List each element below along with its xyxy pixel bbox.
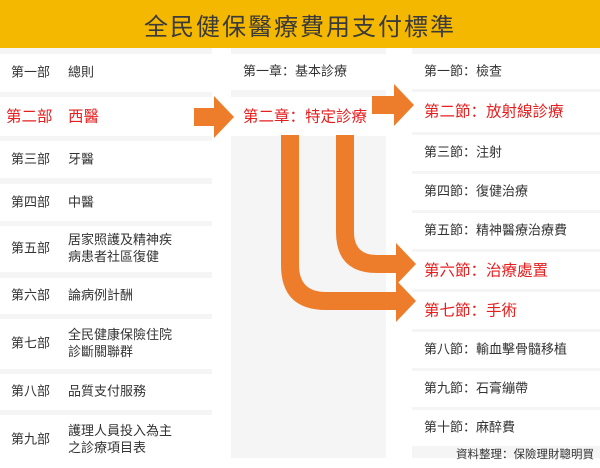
section-label: 第九節：石膏繃帶 <box>424 381 529 397</box>
part-name: 西醫 <box>68 107 100 125</box>
chapter-label: 第一章：基本診療 <box>243 64 348 80</box>
chapters-panel: 第一章：基本診療 第二章：特定診療 <box>231 48 386 458</box>
parts-panel: 第一部 總則 第二部 西醫 第三部 牙醫 第四部 中醫 第五部 居家照護及精神疾… <box>0 48 212 465</box>
section-3-cell: 第三節：注射 <box>412 135 600 171</box>
section-9-cell: 第九節：石膏繃帶 <box>412 371 600 407</box>
section-5-cell: 第五節：精神醫療治療費 <box>412 213 600 249</box>
diagram-title: 全民健保醫療費用支付標準 <box>144 12 456 41</box>
section-label: 第六節：治療處置 <box>424 261 549 279</box>
section-label: 第四節：復健治療 <box>424 184 529 200</box>
part-number: 第一部 <box>11 65 51 81</box>
part-2-cell: 第二部 西醫 <box>0 97 212 136</box>
sections-panel: 第一節：檢查 第二節：放射線診療 第三節：注射 第四節：復健治療 第五節：精神醫… <box>412 48 600 458</box>
section-label: 第二節：放射線診療 <box>424 102 564 121</box>
section-6-cell: 第六節：治療處置 <box>412 252 600 289</box>
chapter-1-cell: 第一章：基本診療 <box>231 54 386 90</box>
part-number: 第三部 <box>11 152 51 167</box>
part-1-cell: 第一部 總則 <box>0 54 212 92</box>
part-6-cell: 第六部 論病例計酬 <box>0 278 212 314</box>
section-1-cell: 第一節：檢查 <box>412 54 600 89</box>
part-4-cell: 第四部 中醫 <box>0 184 212 221</box>
section-10-cell: 第十節：麻醉費 <box>412 410 600 446</box>
chapter-label: 第二章：特定診療 <box>243 107 368 125</box>
section-4-cell: 第四節：復健治療 <box>412 174 600 210</box>
title-bar: 全民健保醫療費用支付標準 <box>0 0 600 48</box>
part-number: 第八部 <box>11 384 51 400</box>
section-label: 第八節：輸血擊骨髓移植 <box>424 342 568 358</box>
section-label: 第十節：麻醉費 <box>424 420 516 436</box>
section-2-cell: 第二節：放射線診療 <box>412 92 600 132</box>
section-8-cell: 第八節：輸血擊骨髓移植 <box>412 332 600 368</box>
part-name: 居家照護及精神疾 病患者社區復健 <box>68 233 173 265</box>
part-name: 中醫 <box>68 195 95 210</box>
part-8-cell: 第八部 品質支付服務 <box>0 374 212 410</box>
section-label: 第三節：注射 <box>424 145 503 161</box>
part-name: 品質支付服務 <box>68 384 147 400</box>
section-label: 第五節：精神醫療治療費 <box>424 223 568 239</box>
part-number: 第六部 <box>11 288 51 304</box>
chapter-2-cell: 第二章：特定診療 <box>231 97 386 136</box>
section-7-cell: 第七節：手術 <box>412 292 600 329</box>
part-name: 論病例計酬 <box>68 288 134 304</box>
part-number: 第四部 <box>11 195 51 210</box>
source-credit: 資料整理：保險理財聰明買 <box>456 447 594 461</box>
part-number: 第二部 <box>6 107 53 125</box>
part-number: 第九部 <box>11 432 51 448</box>
part-5-cell: 第五部 居家照護及精神疾 病患者社區復健 <box>0 226 212 272</box>
part-3-cell: 第三部 牙醫 <box>0 141 212 178</box>
part-9-cell: 第九部 護理人員投入為主 之診療項目表 <box>0 415 212 465</box>
part-7-cell: 第七部 全民健康保險住院 診斷關聯群 <box>0 319 212 369</box>
part-number: 第五部 <box>11 241 51 257</box>
section-label: 第七節：手術 <box>424 301 518 319</box>
section-label: 第一節：檢查 <box>424 64 503 79</box>
part-name: 全民健康保險住院 診斷關聯群 <box>68 328 173 360</box>
part-name: 護理人員投入為主 之診療項目表 <box>68 424 173 456</box>
part-name: 牙醫 <box>68 152 95 167</box>
part-number: 第七部 <box>11 336 51 352</box>
part-name: 總則 <box>68 65 95 81</box>
